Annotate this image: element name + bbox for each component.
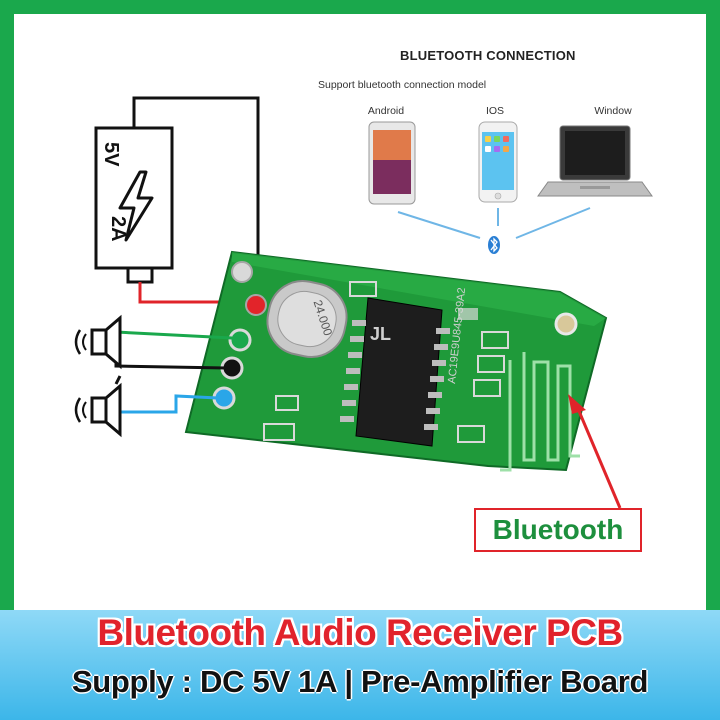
pcb-board: 24.000 JL AC19E9U845-39A2: [184, 250, 608, 472]
bluetooth-callout: Bluetooth: [474, 508, 642, 552]
banner-subtitle: Supply : DC 5V 1A | Pre-Amplifier Board: [71, 664, 649, 699]
battery-voltage-label: 5V: [100, 142, 122, 167]
laptop-icon: [537, 125, 653, 197]
bluetooth-icon: [488, 236, 500, 254]
android-phone-icon: [368, 121, 416, 205]
speaker-icon: [74, 314, 122, 370]
speaker-icon: [74, 382, 122, 438]
lightning-icon: [118, 170, 154, 242]
connection-subtitle: Support bluetooth connection model: [318, 79, 487, 91]
bottom-banner: [0, 610, 720, 720]
device-label-android: Android: [367, 105, 405, 117]
connection-title: BLUETOOTH CONNECTION: [400, 48, 576, 63]
battery-current-label: 2A: [107, 216, 129, 242]
chip-logo: JL: [370, 324, 391, 344]
crystal-oscillator: 24.000: [266, 280, 348, 358]
device-label-ios: IOS: [485, 105, 505, 117]
battery-icon: 5V 2A: [94, 126, 174, 284]
arrow-icon: [568, 394, 622, 509]
device-label-window: Window: [594, 105, 632, 117]
banner-title: Bluetooth Audio Receiver PCB: [97, 612, 623, 653]
iphone-icon: [478, 121, 518, 203]
